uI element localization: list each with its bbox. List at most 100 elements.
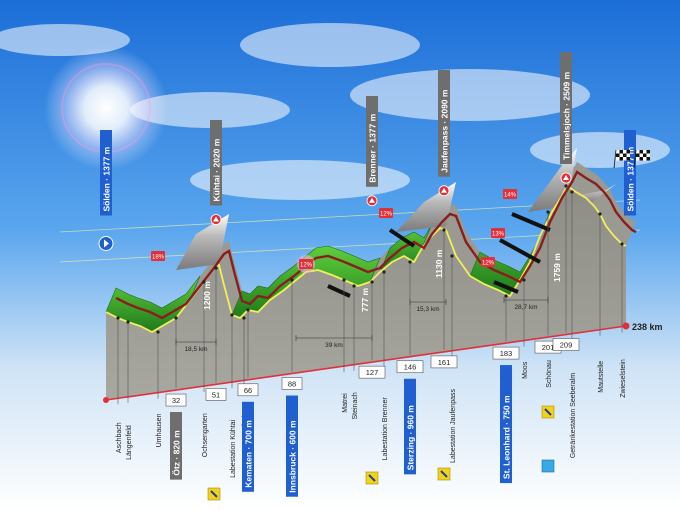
flag-square [643, 150, 647, 154]
km-box-label: 201 [542, 343, 555, 352]
climb-band [511, 212, 551, 232]
km-box [237, 383, 259, 397]
place-dot [598, 212, 602, 216]
climb-gain-label: 777 m [360, 287, 370, 312]
summit-label: Jaufenpass · 2090 m [440, 89, 450, 173]
summit-label: Timmelsjoch · 2509 m [562, 71, 572, 160]
climb-gain-label: 1200 m [202, 281, 212, 310]
summit-label: Brenner · 1377 m [368, 113, 378, 182]
place-label-box [500, 365, 512, 484]
place-dot [242, 316, 246, 320]
climb-gain-label: 1130 m [434, 249, 444, 278]
summit-label: Kühtai · 2020 m [212, 138, 222, 201]
place-label-box [170, 412, 182, 480]
flag-square [626, 157, 630, 161]
km-box-label: 183 [500, 349, 513, 358]
place-label: Zwieselstein [620, 359, 627, 398]
place-dot [522, 278, 526, 282]
place-label: Ochsengarten [202, 413, 209, 457]
flag-square [646, 150, 650, 154]
flag-square [639, 157, 643, 161]
flag-square [636, 150, 640, 154]
flag-square [616, 150, 620, 154]
span-label: 15,3 km [416, 306, 439, 313]
mountain-icon [563, 175, 569, 180]
gradient-label: 14% [504, 193, 517, 199]
start-dot [103, 397, 109, 403]
place-dot [382, 270, 386, 274]
climb-band [493, 280, 519, 294]
km-box-label: 88 [288, 380, 296, 389]
place-dot [126, 320, 130, 324]
place-label-box [242, 401, 254, 492]
flag-square [619, 153, 623, 157]
km-box-label: 32 [172, 396, 180, 405]
place-label: Labestation Brenner [382, 397, 389, 461]
distance-baseline [105, 325, 627, 401]
mountain-peak [176, 214, 229, 270]
place-label: Umhausen [156, 413, 163, 447]
place-label: Mautstelle [598, 361, 605, 393]
place-label: St. Leonhard · 750 m [502, 395, 512, 479]
mountain-icon [441, 187, 447, 193]
flag-square [616, 153, 620, 157]
summit-label-box [210, 120, 222, 206]
mountain-icon [369, 197, 375, 203]
flag-square [639, 153, 643, 157]
place-dot [408, 260, 412, 264]
place-dot [564, 184, 568, 188]
km-box [358, 365, 386, 379]
flag-pole [613, 149, 617, 169]
flag-square [623, 157, 627, 161]
place-dot [504, 294, 508, 298]
place-dot [230, 313, 234, 317]
km-box [552, 338, 580, 351]
finish-dot [622, 322, 630, 330]
km-box-label: 127 [366, 368, 379, 377]
climb-gain-labels: 1200 m 777 m 1130 m 1759 m [202, 249, 562, 312]
place-dot [202, 280, 206, 284]
gradient-label: 13% [492, 232, 505, 238]
flag-square [639, 150, 643, 154]
flag-square [643, 153, 647, 157]
span-label: 28,7 km [514, 304, 537, 311]
flag-square [623, 153, 627, 157]
place-label: Längenfeld [126, 425, 133, 460]
gradient-badge [299, 259, 313, 269]
place-label: Getränkestation Seeberalm [570, 373, 577, 458]
summit-label-box [100, 130, 112, 216]
place-dot [174, 316, 178, 320]
gradient-badge [151, 251, 165, 261]
play-icon [104, 239, 109, 248]
span-label: 18,5 km [184, 346, 207, 353]
place-label: Innsbruck · 600 m [288, 420, 298, 493]
place-dot [246, 308, 250, 312]
km-box [165, 393, 187, 407]
total-distance-label: 238 km [632, 322, 663, 332]
gradient-badge [491, 228, 505, 238]
gradient-badge [503, 189, 517, 199]
climb-markers [327, 212, 551, 298]
place-dot [342, 278, 346, 282]
climb-gain-label: 1759 m [552, 253, 562, 282]
mountain-icon [213, 216, 219, 222]
place-dot [620, 242, 624, 246]
gradient-label: 18% [152, 255, 165, 261]
place-dot [214, 266, 218, 270]
place-label: Kematen · 700 m [244, 420, 254, 488]
aid-station-icon-mark [368, 474, 376, 482]
place-label: Sterzing · 960 m [406, 405, 416, 471]
checkered-flag-icon [633, 149, 650, 169]
place-dot [352, 284, 356, 288]
summit-label: Sölden · 1377 m [102, 146, 112, 211]
km-box-label: 161 [438, 358, 451, 367]
place-label-box [286, 395, 298, 497]
km-box [492, 346, 520, 360]
flag-square [636, 157, 640, 161]
summit-label-box [438, 70, 450, 177]
span-label: 39 km [325, 342, 343, 349]
flag-square [646, 157, 650, 161]
flag-square [636, 153, 640, 157]
place-label: Ötz · 820 m [172, 430, 182, 476]
gradient-badge [379, 208, 393, 218]
